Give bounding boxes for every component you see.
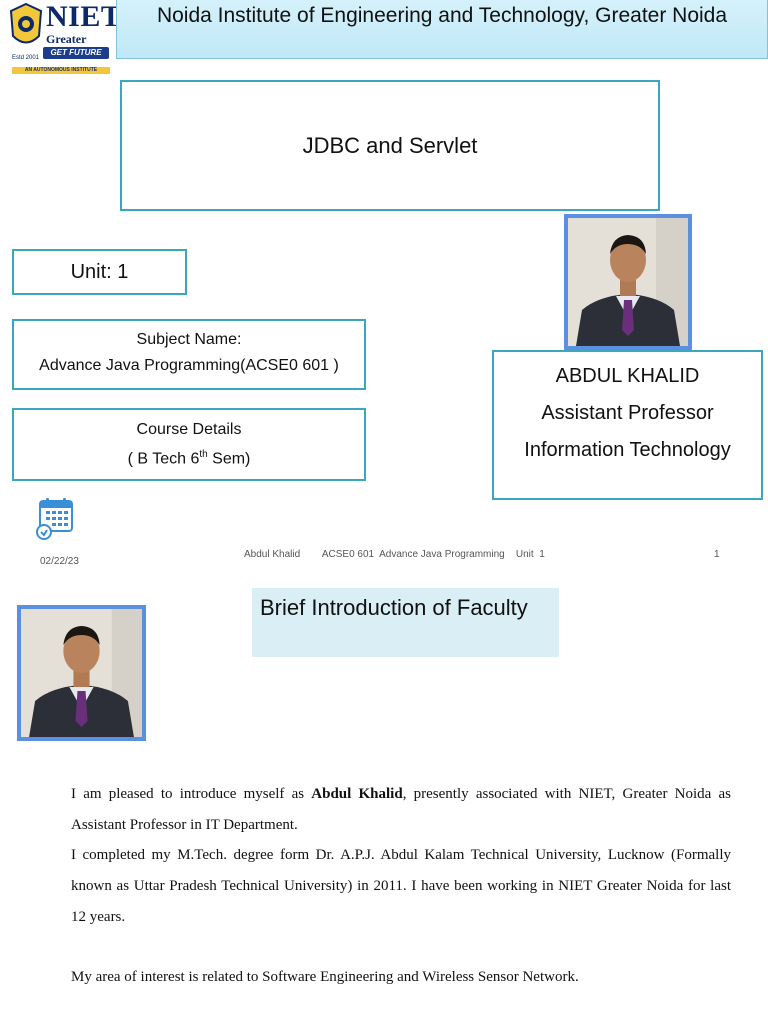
footer-unit: Unit 1 [515, 549, 545, 560]
intro-paragraph: I am pleased to introduce myself as Abdu… [71, 779, 731, 841]
faculty-name: ABDUL KHALID [555, 365, 700, 387]
course-value-sup: th [199, 449, 208, 460]
faculty-department: Information Technology [524, 439, 731, 461]
course-label: Course Details [136, 421, 242, 438]
person-icon [568, 218, 688, 346]
intro-pre: I am pleased to introduce myself as [71, 786, 312, 802]
faculty-photo [564, 214, 692, 350]
unit-label: Unit: 1 [12, 249, 187, 295]
education-paragraph: I completed my M.Tech. degree form Dr. A… [71, 847, 731, 925]
logo-bar: AN AUTONOMOUS INSTITUTE [12, 67, 110, 74]
header-banner: Noida Institute of Engineering and Techn… [116, 0, 768, 59]
logo-tagline: GET FUTURE READY [43, 47, 109, 69]
footer-info: Abdul Khalid ACSE0 601 Advance Java Prog… [244, 549, 545, 560]
institute-logo: NIET Greater Noida GET FUTURE READY Estd… [8, 0, 121, 76]
topic-title: JDBC and Servlet [120, 80, 660, 211]
faculty-photo-2 [17, 605, 146, 741]
course-value-prefix: ( B Tech 6 [127, 450, 200, 468]
brief-intro-heading: Brief Introduction of Faculty [252, 588, 559, 657]
footer-course: ACSE0 601 Advance Java Programming [321, 549, 505, 560]
subject-box: Subject Name: Advance Java Programming(A… [12, 319, 366, 390]
footer-author: Abdul Khalid [244, 549, 301, 560]
course-box: Course Details ( B Tech 6th Sem) [12, 408, 366, 481]
subject-label: Subject Name: [136, 331, 242, 348]
interest-paragraph: My area of interest is related to Softwa… [71, 969, 579, 985]
footer-page-number: 1 [714, 549, 720, 560]
faculty-info-box: ABDUL KHALID Assistant Professor Informa… [492, 350, 763, 500]
faculty-role: Assistant Professor [541, 402, 714, 424]
logo-established: Estd 2001 [12, 55, 40, 61]
logo-title: NIET [46, 0, 122, 33]
intro-post: , presently associated with NIET, Greate… [71, 786, 731, 833]
footer-date: 02/22/23 [40, 556, 79, 567]
person-icon [21, 609, 142, 737]
course-value: ( B Tech 6th Sem) [14, 442, 364, 471]
intro-name: Abdul Khalid [311, 786, 403, 802]
shield-icon [9, 2, 43, 44]
course-value-suffix: Sem) [207, 450, 251, 468]
calendar-icon [34, 497, 76, 541]
subject-value: Advance Java Programming(ACSE0 601 ) [39, 357, 339, 374]
